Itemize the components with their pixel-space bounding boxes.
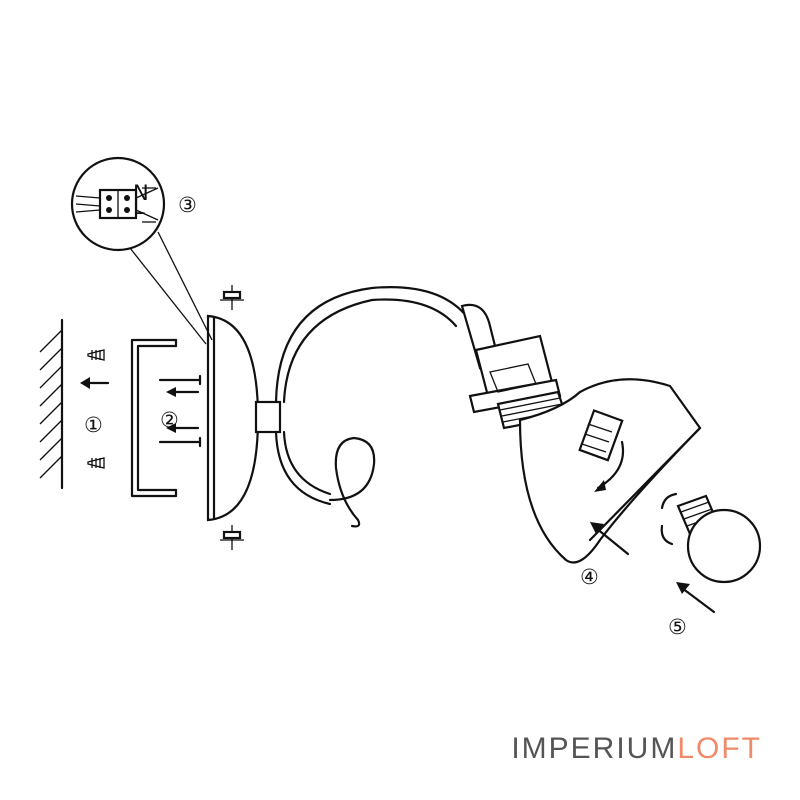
- wall-hatch: [39, 318, 64, 490]
- terminal-label-n: N: [133, 181, 149, 205]
- canopy-screw-top: [220, 285, 244, 310]
- canopy-screw-bottom: [220, 525, 244, 550]
- step-5-label: ⑤: [668, 615, 687, 639]
- arrow-step-5: [676, 582, 716, 614]
- socket-holder: [460, 303, 562, 414]
- wall-canopy: [206, 314, 260, 522]
- light-bulb: [660, 492, 762, 584]
- lamp-arm: [254, 286, 470, 528]
- bracket-screws: [158, 374, 202, 448]
- arrow-step-4: [590, 522, 630, 556]
- mounting-bracket: [130, 338, 178, 498]
- glass-shade: [518, 378, 702, 564]
- brand-logo-part2: LOFT: [677, 732, 762, 765]
- arrow-step-1: [80, 377, 110, 389]
- step-1-label: ①: [84, 413, 103, 437]
- wall-anchor-top: [87, 349, 105, 361]
- step-2-label: ②: [160, 408, 179, 432]
- brand-logo: IMPERIUMLOFT: [511, 732, 762, 766]
- step-3-label: ③: [178, 193, 197, 217]
- wall-anchor-bottom: [87, 457, 105, 469]
- step-4-label: ④: [580, 565, 599, 589]
- terminal-label-l: L: [133, 195, 145, 219]
- brand-logo-part1: IMPERIUM: [511, 732, 678, 765]
- terminal-block-callout: [70, 156, 213, 345]
